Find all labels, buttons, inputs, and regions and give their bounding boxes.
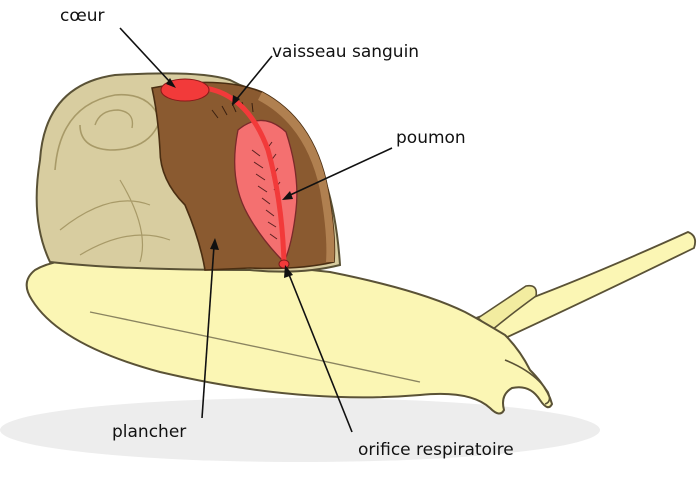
- label-respiratory-opening: orifice respiratoire: [358, 440, 514, 460]
- label-lung: poumon: [396, 128, 466, 148]
- snail-foot: [27, 258, 552, 414]
- upper-tentacle: [470, 232, 695, 345]
- label-heart: cœur: [60, 6, 105, 26]
- label-floor: plancher: [112, 422, 186, 442]
- label-blood-vessel: vaisseau sanguin: [272, 42, 419, 62]
- respiratory-orifice: [279, 260, 289, 268]
